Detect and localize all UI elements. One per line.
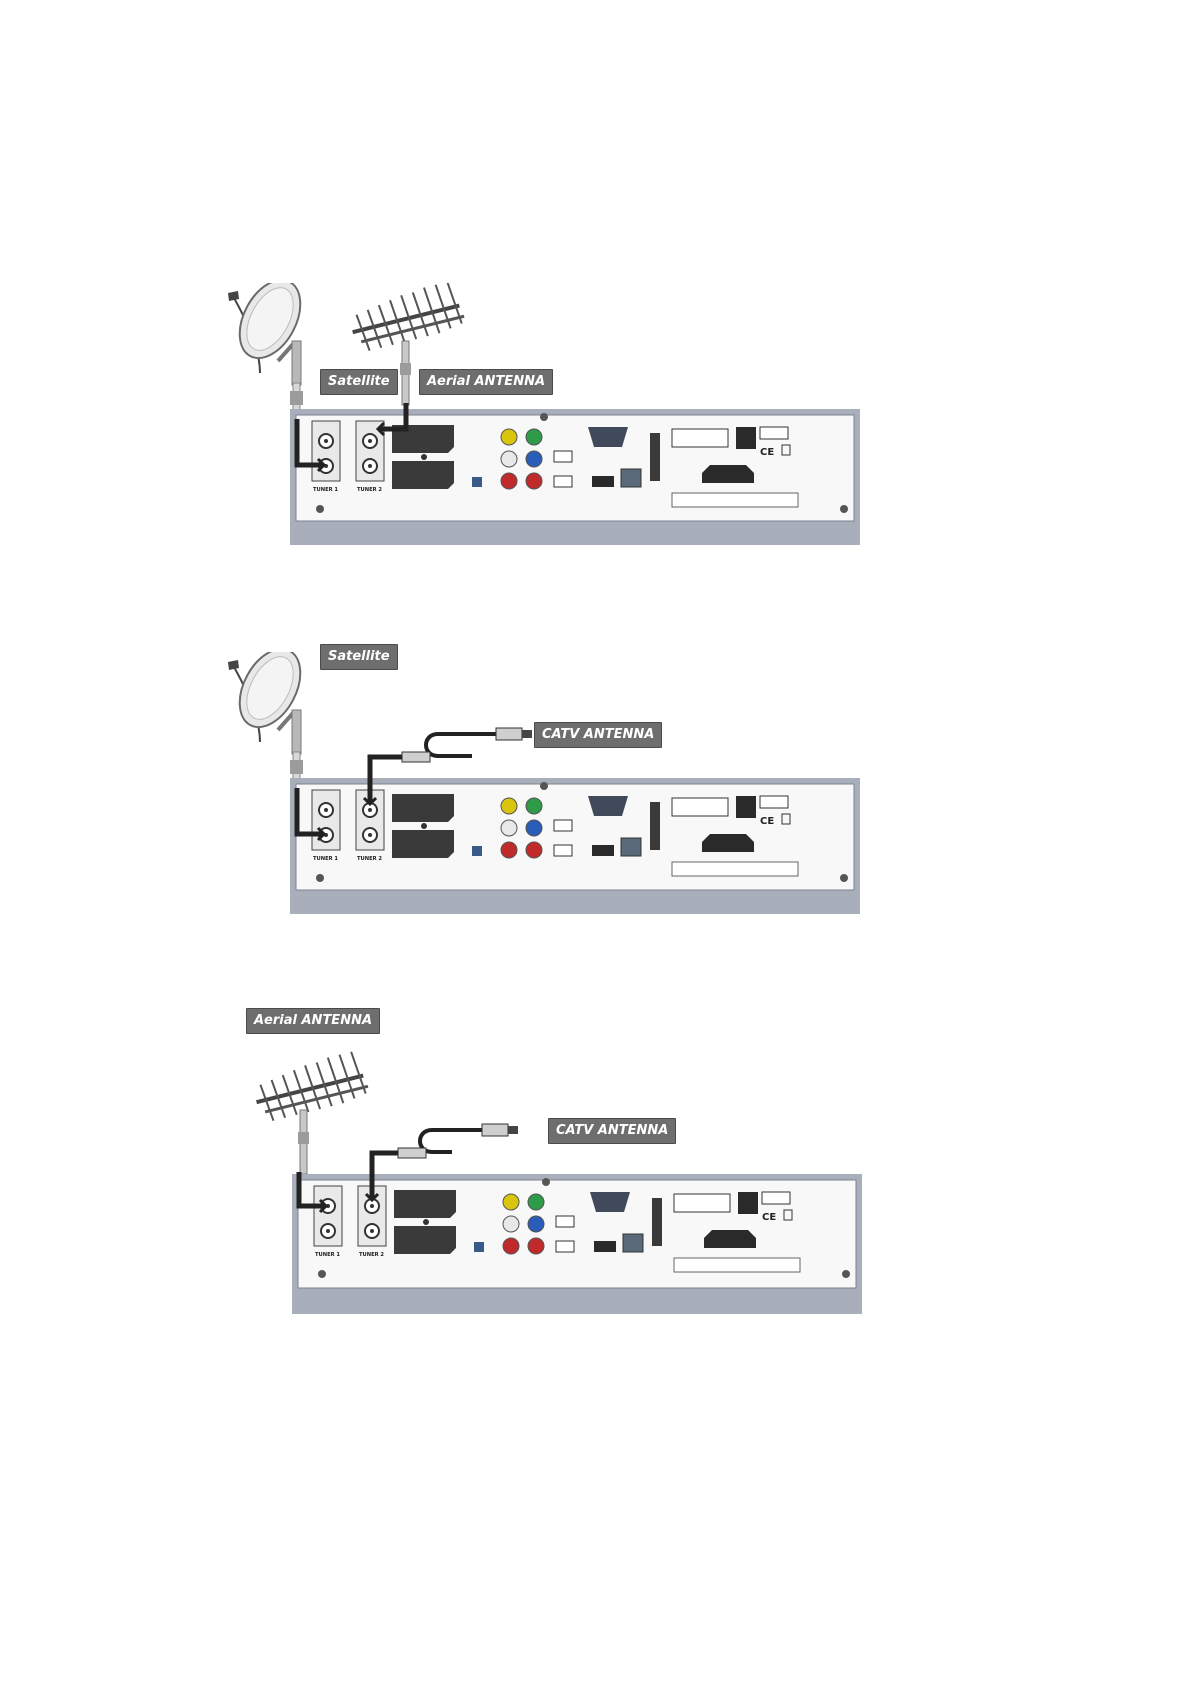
catv-antenna-label: CATV ANTENNA bbox=[534, 722, 662, 748]
power-socket-icon bbox=[702, 834, 754, 852]
satellite-dish-icon bbox=[227, 652, 312, 788]
power-socket-icon bbox=[702, 465, 754, 483]
aerial-antenna-label: Aerial ANTENNA bbox=[246, 1008, 380, 1034]
hdmi-port-icon bbox=[592, 845, 614, 856]
satellite-label: Satellite bbox=[320, 644, 398, 670]
power-socket-icon bbox=[704, 1230, 756, 1248]
ce-mark-icon: CE bbox=[760, 816, 774, 827]
power-switch-icon bbox=[736, 427, 756, 449]
satellite-label: Satellite bbox=[320, 369, 398, 395]
vga-rs232-icon bbox=[590, 1192, 630, 1212]
svg-text:TUNER 1: TUNER 1 bbox=[313, 487, 338, 493]
lan-port-icon bbox=[623, 1234, 643, 1252]
hdmi-port-icon bbox=[592, 476, 614, 487]
svg-text:TUNER 2: TUNER 2 bbox=[357, 856, 382, 862]
catv-plug-icon bbox=[402, 728, 532, 762]
lan-port-icon bbox=[621, 838, 641, 856]
ce-mark-icon: CE bbox=[760, 447, 774, 458]
hdmi-port-icon bbox=[594, 1241, 616, 1252]
optical-spdif-icon bbox=[474, 1242, 484, 1252]
svg-text:TUNER 2: TUNER 2 bbox=[359, 1252, 384, 1258]
ce-mark-icon: CE bbox=[762, 1212, 776, 1223]
aerial-antenna-label: Aerial ANTENNA bbox=[419, 369, 553, 395]
optical-spdif-icon bbox=[472, 477, 482, 487]
diagram-satellite-catv: TUNER 1 TUNER 2 bbox=[226, 652, 860, 914]
vga-rs232-icon bbox=[588, 427, 628, 447]
satellite-dish-icon bbox=[227, 283, 312, 419]
power-switch-icon bbox=[738, 1192, 758, 1214]
catv-antenna-label: CATV ANTENNA bbox=[548, 1118, 676, 1144]
svg-text:TUNER 1: TUNER 1 bbox=[313, 856, 338, 862]
svg-text:TUNER 2: TUNER 2 bbox=[357, 487, 382, 493]
optical-spdif-icon bbox=[472, 846, 482, 856]
receiver-rear-panel: TUNER 1 TUNER 2 bbox=[290, 409, 860, 545]
svg-text:TUNER 1: TUNER 1 bbox=[315, 1252, 340, 1258]
aerial-antenna-icon bbox=[252, 1050, 371, 1174]
power-switch-icon bbox=[736, 796, 756, 818]
lan-port-icon bbox=[621, 469, 641, 487]
diagram-aerial-catv: TUNER 1 TUNER 2 bbox=[252, 1024, 872, 1314]
catv-plug-icon bbox=[398, 1124, 518, 1158]
diagram-satellite-aerial: TUNER 1 TUNER 2 bbox=[226, 283, 860, 545]
vga-rs232-icon bbox=[588, 796, 628, 816]
